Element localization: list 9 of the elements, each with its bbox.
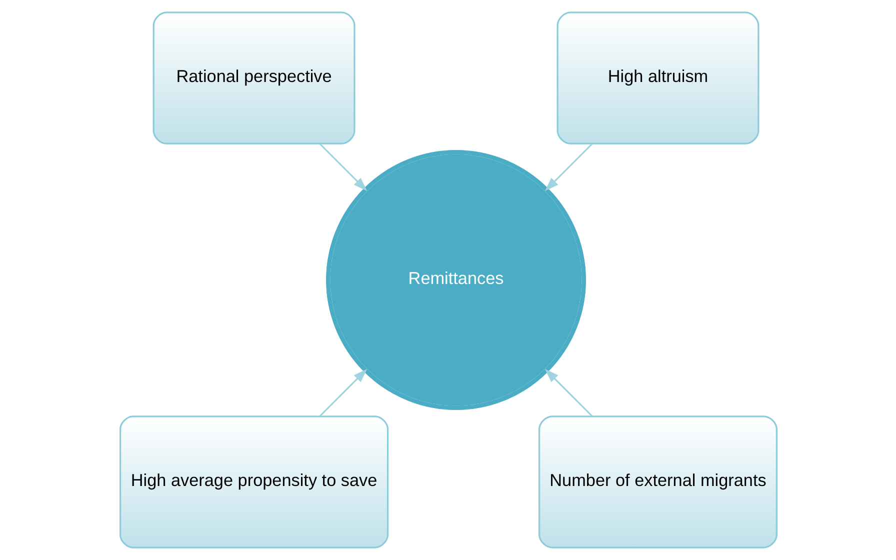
arrow — [318, 143, 367, 192]
node-box: High average propensity to save — [119, 416, 388, 548]
arrow — [544, 143, 592, 192]
arrow — [318, 368, 367, 417]
node-box: High altruism — [556, 12, 759, 144]
arrow — [544, 368, 592, 417]
node-box: Rational perspective — [152, 12, 355, 144]
node-box: Number of external migrants — [538, 416, 777, 548]
node-circle: Remittances — [326, 150, 586, 410]
